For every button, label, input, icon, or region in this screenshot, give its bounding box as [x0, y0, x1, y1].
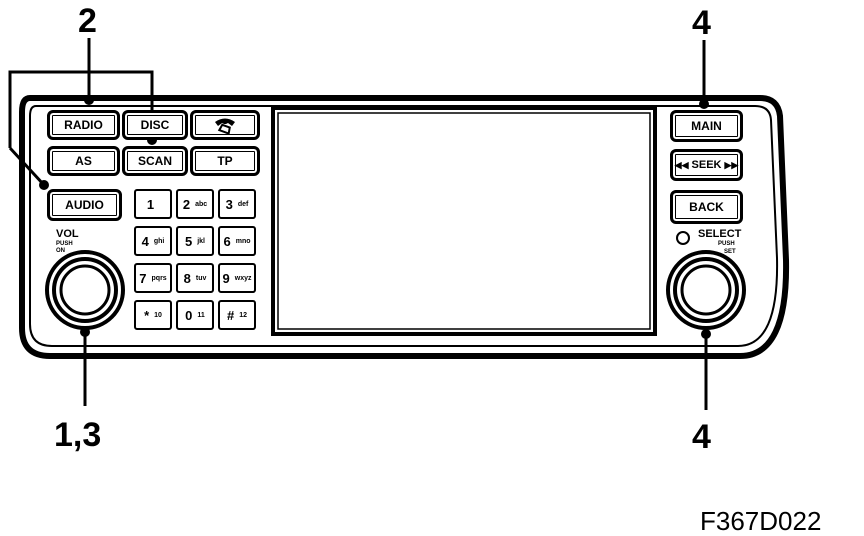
keypad-key-number: 8 — [183, 270, 191, 286]
keypad-key[interactable]: 9 wxyz — [218, 263, 256, 293]
keypad-key-number: 1 — [146, 196, 155, 212]
keypad-key-number: * — [144, 307, 150, 323]
back-button[interactable]: BACK — [670, 190, 743, 224]
seek-forward-icon: ▶▶ — [724, 159, 739, 170]
keypad-key-number: 7 — [139, 270, 147, 286]
keypad-key[interactable]: 7 pqrs — [134, 263, 172, 293]
disc-button[interactable]: DISC — [122, 110, 188, 140]
leader-13-dot — [80, 327, 90, 337]
leader-4-bottom-dot — [701, 329, 711, 339]
phone-handset-icon — [215, 118, 235, 134]
keypad-key-letters: jkl — [197, 237, 206, 245]
keypad-key-letters: tuv — [195, 274, 207, 282]
keypad-key[interactable]: 2 abc — [176, 189, 214, 219]
keypad-key-letters: 12 — [239, 311, 248, 319]
keypad-key[interactable]: 0 11 — [176, 300, 214, 330]
keypad-key-letters: 10 — [154, 311, 162, 319]
phone-button[interactable] — [190, 110, 260, 140]
scan-button[interactable]: SCAN — [122, 146, 188, 176]
keypad-key-number: 9 — [222, 270, 230, 286]
keypad-key-letters: mno — [235, 237, 251, 245]
leader-bracket — [8, 70, 154, 148]
keypad-key-letters: def — [237, 200, 249, 208]
seek-button[interactable]: ◀◀ SEEK ▶▶ — [670, 149, 743, 181]
leader-bracket-dot-audio — [39, 180, 49, 190]
main-button[interactable]: MAIN — [670, 110, 743, 142]
select-set-label: SET — [724, 249, 736, 255]
vol-knob-inner — [59, 264, 111, 316]
callout-4-bottom: 4 — [692, 418, 711, 456]
panel-outline — [19, 95, 790, 359]
keypad-key[interactable]: #12 — [218, 300, 256, 330]
keypad-key-letters: 11 — [197, 311, 205, 319]
keypad-key[interactable]: 6 mno — [218, 226, 256, 256]
as-button[interactable]: AS — [47, 146, 120, 176]
radio-button[interactable]: RADIO — [47, 110, 120, 140]
vol-knob-ring — [52, 257, 118, 323]
leader-4-top-dot — [699, 99, 709, 109]
select-knob-ring — [673, 257, 739, 323]
display-screen — [271, 106, 657, 336]
keypad-key-letters: ghi — [153, 237, 165, 245]
vol-on-label: ON — [56, 248, 65, 254]
leader-bracket-audio — [8, 146, 46, 187]
seek-back-icon: ◀◀ — [674, 159, 689, 170]
keypad-key-number: 0 — [185, 307, 193, 323]
select-push-label: PUSH — [718, 241, 735, 247]
vol-knob[interactable] — [47, 252, 123, 328]
keypad-key[interactable]: 4 ghi — [134, 226, 172, 256]
keypad-key-number: 2 — [182, 196, 191, 212]
keypad-key-number: 6 — [223, 233, 231, 249]
audio-button[interactable]: AUDIO — [47, 189, 122, 221]
callout-4-top: 4 — [692, 4, 711, 42]
callout-1-3: 1,3 — [54, 416, 102, 454]
keypad-key[interactable]: * 10 — [134, 300, 172, 330]
select-knob-inner — [680, 264, 732, 316]
select-indicator-led — [676, 231, 690, 245]
vol-push-label: PUSH — [56, 241, 73, 247]
keypad-key[interactable]: 3 def — [218, 189, 256, 219]
callout-2: 2 — [78, 2, 97, 40]
panel-inner-outline — [29, 105, 779, 347]
keypad-key-number: 5 — [184, 233, 193, 249]
leader-2-dot — [84, 95, 94, 105]
keypad-key[interactable]: 5 jkl — [176, 226, 214, 256]
keypad-key-number: 4 — [141, 233, 149, 249]
keypad-key[interactable]: 8 tuv — [176, 263, 214, 293]
keypad-key-number: 3 — [225, 196, 233, 212]
seek-label: SEEK — [691, 159, 722, 171]
keypad-key[interactable]: 1 — [134, 189, 172, 219]
vol-label: VOL — [56, 228, 79, 240]
keypad-key-letters: pqrs — [151, 274, 167, 282]
select-label: SELECT — [698, 228, 742, 240]
figure-code: F367D022 — [700, 506, 822, 536]
keypad-key-number: # — [226, 307, 235, 323]
keypad-key-letters: abc — [195, 200, 208, 208]
select-knob[interactable] — [668, 252, 744, 328]
keypad-key-letters: wxyz — [234, 274, 252, 282]
tp-button[interactable]: TP — [190, 146, 260, 176]
